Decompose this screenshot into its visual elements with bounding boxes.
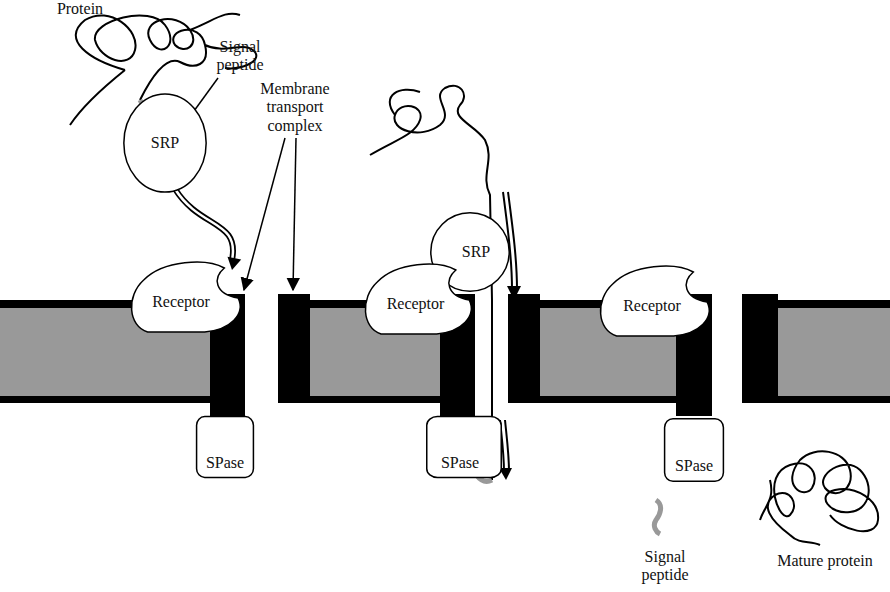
mature-protein-chain [760,451,878,545]
node-label: SPase [441,454,479,472]
node-label: Receptor [152,293,210,311]
leader-line [293,138,296,290]
node-label: SPase [675,457,713,475]
part-label: Membrane transport complex [240,80,350,135]
signal-peptidase: SPase [426,416,502,478]
node-label: Receptor [387,295,445,313]
signal-peptidase: SPase [196,416,254,478]
node-label: SRP [462,243,490,261]
part-label: Signal peptide [200,38,280,75]
srp-receptor: Receptor [595,262,713,338]
part-label: Signal peptide [620,548,710,585]
srp-receptor: Receptor [360,260,475,336]
signal-peptide [654,500,660,534]
node-label: SPase [206,454,244,472]
double-arrow [175,189,241,270]
part-label: Protein [40,0,120,18]
signal-peptidase: SPase [664,418,724,482]
leader-line [244,138,285,290]
srp-receptor: Receptor [126,258,244,334]
srp-particle: SRP [123,93,207,193]
node-label: Receptor [623,297,681,315]
node-label: SRP [151,134,179,152]
part-label: Mature protein [770,552,880,570]
